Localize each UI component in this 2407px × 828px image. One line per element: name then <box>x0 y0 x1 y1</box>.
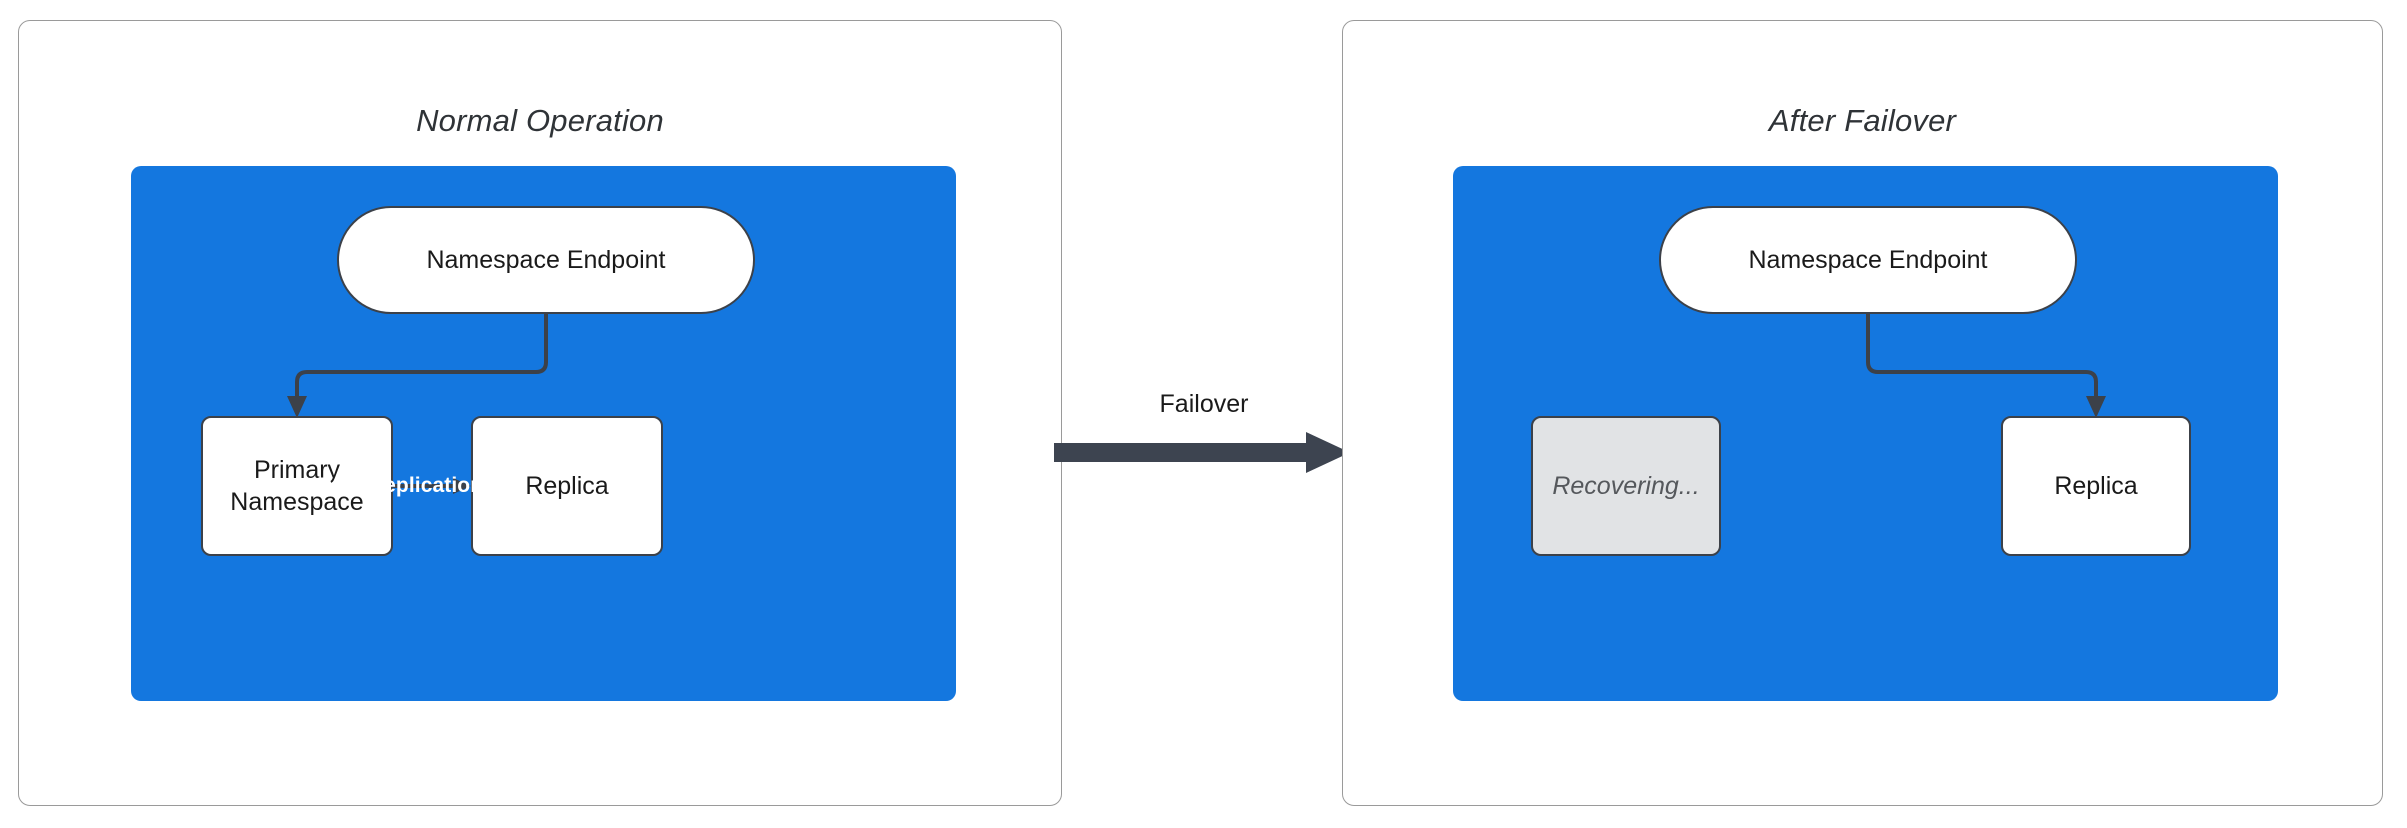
node-replica-left[interactable]: Replica <box>471 416 663 556</box>
failover-transition: Failover <box>1054 390 1354 485</box>
node-label-line2: Namespace <box>230 488 364 516</box>
node-label: Namespace Endpoint <box>426 246 666 274</box>
panel-after-failover: After Failover Namespace Endpoint Recove… <box>1342 20 2383 806</box>
panel-title-normal-operation: Normal Operation <box>416 103 664 138</box>
failover-arrow-icon <box>1054 432 1350 473</box>
node-namespace-endpoint-right[interactable]: Namespace Endpoint <box>1659 206 2077 314</box>
region-normal-operation: Namespace Endpoint Primary Namespace Rep… <box>131 166 956 701</box>
node-label: Replica <box>2054 472 2138 500</box>
node-replica-right[interactable]: Replica <box>2001 416 2191 556</box>
node-label: Primary Namespace <box>230 454 363 518</box>
node-label: Namespace Endpoint <box>1748 246 1988 274</box>
panel-title-after-failover: After Failover <box>1768 103 1957 138</box>
failover-label: Failover <box>1159 390 1249 418</box>
edge-label-data-replication: Data Replication <box>317 474 484 497</box>
panel-normal-operation: Normal Operation Namespace Endpoint Prim… <box>18 20 1062 806</box>
node-label: Replica <box>525 472 609 500</box>
node-label: Recovering... <box>1552 472 1700 500</box>
node-primary-namespace[interactable]: Primary Namespace <box>201 416 393 556</box>
region-after-failover: Namespace Endpoint Recovering... Replica <box>1453 166 2278 701</box>
node-label-line1: Primary <box>253 456 341 484</box>
node-recovering[interactable]: Recovering... <box>1531 416 1721 556</box>
node-namespace-endpoint-left[interactable]: Namespace Endpoint <box>337 206 755 314</box>
